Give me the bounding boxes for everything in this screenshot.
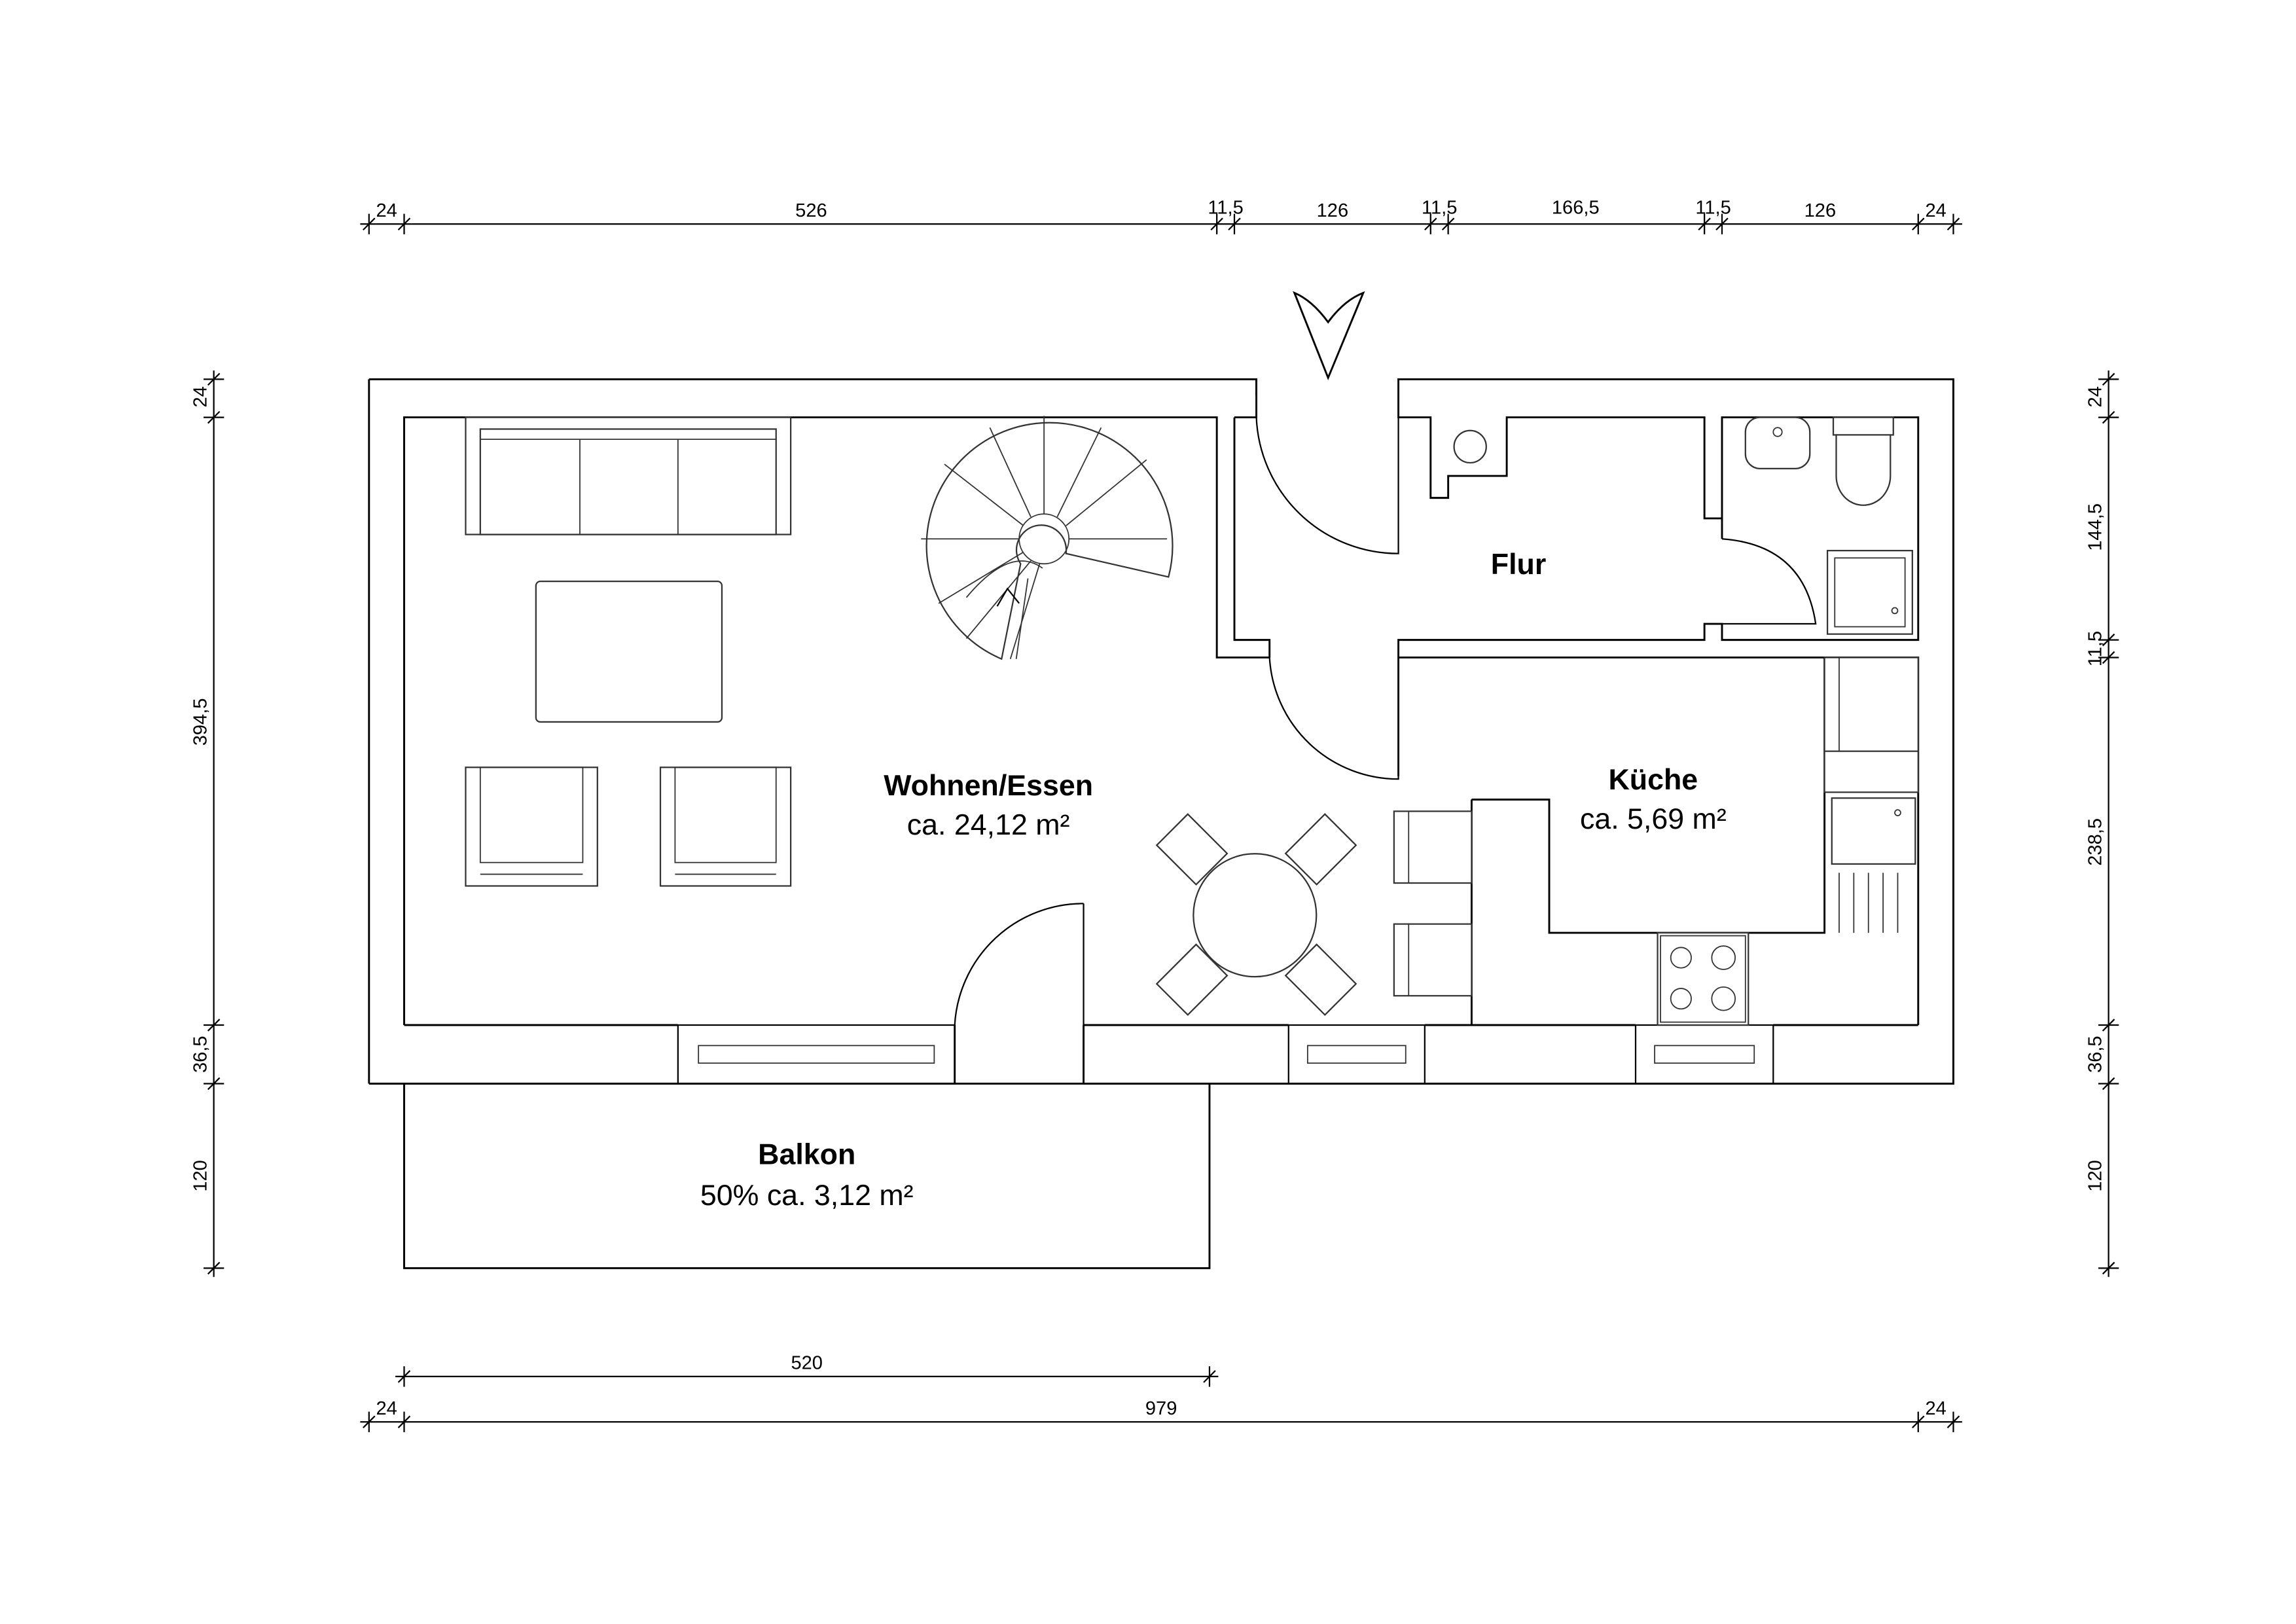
armchair-right <box>659 767 792 887</box>
windows <box>677 1024 1774 1085</box>
room-name-wohnen: Wohnen/Essen <box>884 769 1093 802</box>
dim-top-1: 526 <box>795 200 827 221</box>
dim-right-3: 238,5 <box>2085 818 2106 866</box>
dim-right-4: 36,5 <box>2085 1036 2106 1073</box>
dim-top-4: 11,5 <box>1422 198 1457 219</box>
dining-table-set <box>1155 813 1357 1017</box>
dim-top-7: 126 <box>1804 200 1837 221</box>
dim-left-0: 24 <box>190 386 211 407</box>
dim-top-6: 11,5 <box>1695 198 1731 219</box>
balcony-outline <box>403 1083 1211 1269</box>
dimension-lines <box>203 213 2119 1432</box>
shower <box>1826 550 1913 635</box>
armchair-left <box>465 767 598 887</box>
dim-left-1: 394,5 <box>190 698 211 746</box>
doors <box>954 417 1817 1026</box>
dim-top-8: 24 <box>1925 200 1946 221</box>
dim-right-1: 144,5 <box>2085 503 2106 551</box>
dim-top-5: 166,5 <box>1552 198 1600 219</box>
dim-bottom-0: 24 <box>376 1398 397 1419</box>
dim-left-3: 120 <box>190 1160 211 1192</box>
spiral-staircase <box>921 416 1174 660</box>
room-area-balkon: 50% ca. 3,12 m² <box>700 1179 914 1212</box>
coffee-table <box>535 581 723 723</box>
dim-right-2: 11,5 <box>2085 631 2106 666</box>
dim-right-0: 24 <box>2085 386 2106 407</box>
kitchen-units <box>1823 657 1919 933</box>
stove-icon <box>1657 931 1749 1026</box>
dim-top-0: 24 <box>376 200 397 221</box>
washbasin <box>1744 416 1811 470</box>
sofa <box>465 416 792 535</box>
dim-top-3: 126 <box>1317 200 1349 221</box>
dim-top-2: 11,5 <box>1208 198 1243 219</box>
room-name-balkon: Balkon <box>758 1138 855 1171</box>
dim-left-2: 36,5 <box>190 1036 211 1073</box>
room-area-wohnen: ca. 24,12 m² <box>907 808 1070 841</box>
dimension-labels-top: 24 526 11,5 126 11,5 166,5 11,5 126 24 <box>376 198 1946 221</box>
dimension-labels-bottom: 520 24 979 24 <box>376 1353 1946 1419</box>
dim-right-5: 120 <box>2085 1160 2106 1192</box>
room-area-kueche: ca. 5,69 m² <box>1580 803 1727 835</box>
dim-bottom-2: 24 <box>1925 1398 1946 1419</box>
wardrobe <box>1453 429 1487 464</box>
dim-bottom-1: 979 <box>1145 1398 1177 1419</box>
room-name-flur: Flur <box>1491 548 1547 581</box>
toilet <box>1832 416 1894 506</box>
entrance-arrow-icon <box>1293 291 1365 381</box>
dimension-labels-right: 24 144,5 11,5 238,5 36,5 120 <box>2085 386 2106 1192</box>
dimension-labels-left: 24 394,5 36,5 120 <box>190 386 211 1192</box>
bar-stools <box>1393 810 1473 997</box>
room-name-kueche: Küche <box>1608 763 1698 796</box>
dim-bottom-inner: 520 <box>791 1353 823 1374</box>
